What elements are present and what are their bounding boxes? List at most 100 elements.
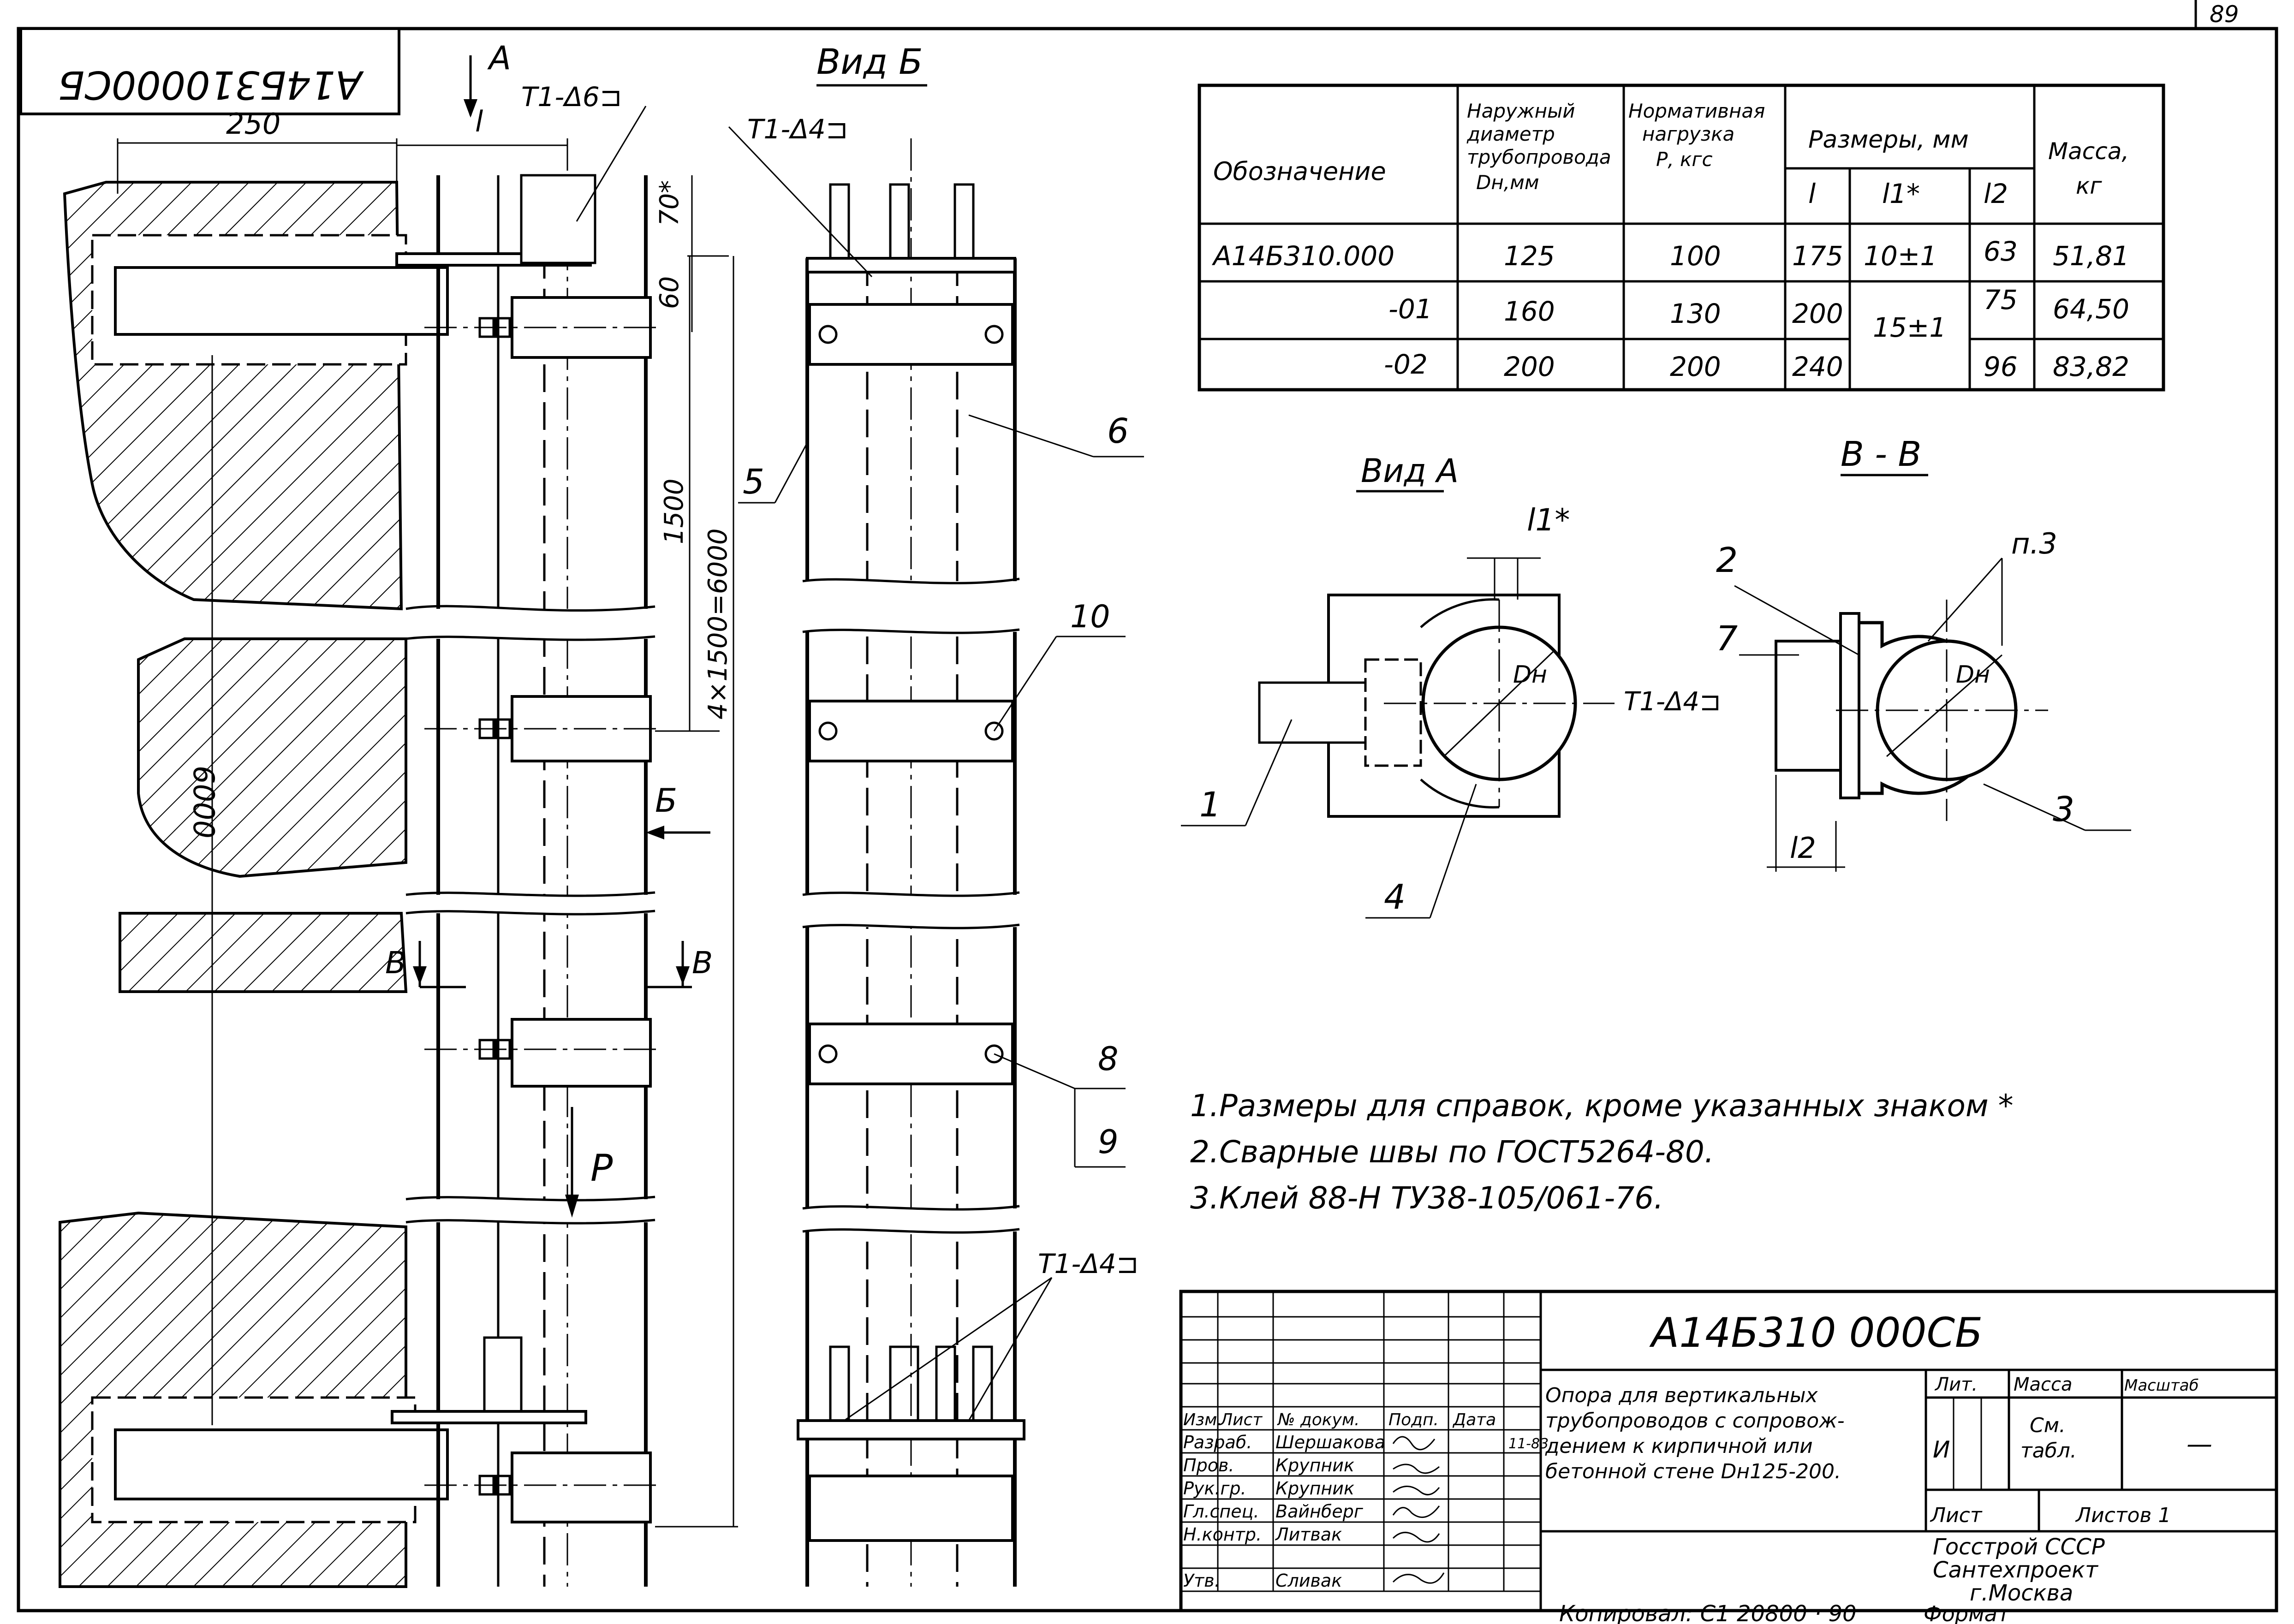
- row2-p: 130: [1670, 298, 1721, 329]
- row3-p: 200: [1670, 351, 1721, 382]
- row2-l1: 15±1: [1873, 312, 1946, 343]
- row1-l1: 10±1: [1864, 240, 1937, 272]
- name-3: Вайнберг: [1275, 1501, 1364, 1522]
- title-line-3: дением к кирпичной или: [1545, 1434, 1813, 1458]
- org-line-3: г.Москва: [1970, 1580, 2073, 1606]
- name-2: Крупник: [1275, 1478, 1354, 1499]
- row3-l: 240: [1792, 351, 1843, 382]
- format-label: Формат: [1924, 1601, 2010, 1624]
- scale-header: Масштаб: [2124, 1376, 2199, 1395]
- notes: 1.Размеры для справок, кроме указанных з…: [1190, 1088, 2014, 1216]
- dim-70: 70*: [655, 180, 685, 226]
- th-l2: l2: [1984, 178, 2008, 209]
- th-l: l: [1808, 178, 1816, 209]
- sheets-label: Листов 1: [2075, 1504, 2171, 1527]
- callout-4: 4: [1384, 877, 1406, 917]
- name-5: Сливак: [1275, 1570, 1342, 1591]
- th-mass-2: кг: [2076, 173, 2102, 199]
- th-load-3: Р, кгс: [1656, 148, 1713, 171]
- th-load-2: нагрузка: [1642, 123, 1734, 145]
- row1-l: 175: [1792, 240, 1843, 272]
- th-diameter-3: трубопровода: [1467, 146, 1611, 168]
- callout-6: 6: [1107, 411, 1129, 451]
- view-a-title: Вид А: [1361, 452, 1459, 490]
- row3-dn: 200: [1504, 351, 1555, 382]
- row3-l2: 96: [1984, 351, 2018, 382]
- row1-l2: 63: [1984, 236, 2018, 267]
- signature-marks: [1392, 1436, 1445, 1584]
- view-b: Вид Б: [728, 41, 1144, 1587]
- arrow-v-left-label: В: [385, 945, 406, 981]
- sheet-label: Лист: [1930, 1504, 1983, 1527]
- row2-mass: 64,50: [2053, 293, 2129, 325]
- arrow-v-right-label: В: [692, 945, 713, 981]
- callout-2: 2: [1716, 541, 1738, 580]
- mass-header: Масса: [2014, 1374, 2073, 1395]
- col-sign: Подп.: [1388, 1410, 1439, 1429]
- th-mass-1: Масса,: [2048, 138, 2129, 165]
- callout-10: 10: [1070, 599, 1110, 635]
- dim-60: 60: [655, 276, 685, 309]
- row1-dn: 125: [1504, 240, 1555, 272]
- row2-l: 200: [1792, 298, 1843, 329]
- wall-section-view: 250 l А Т1-Δ6⊐ 70* 60 1500 4×1500=6000 6…: [59, 39, 738, 1588]
- row1-p: 100: [1670, 240, 1721, 272]
- role-4: Н.контр.: [1183, 1524, 1262, 1545]
- mass-value-1: См.: [2030, 1414, 2066, 1437]
- note-1: 1.Размеры для справок, кроме указанных з…: [1190, 1088, 2014, 1124]
- dim-dh-section: Dн: [1956, 661, 1990, 689]
- sizes-table: Обозначение Наружный диаметр трубопровод…: [1198, 83, 2165, 392]
- row2-l2: 75: [1984, 284, 2018, 315]
- role-0: Разраб.: [1183, 1432, 1252, 1452]
- th-l1: l1*: [1882, 178, 1920, 209]
- row1-designation: А14Б310.000: [1211, 240, 1394, 272]
- role-5: Утв.: [1183, 1570, 1220, 1591]
- copied-by: Копировал: С1 20800 · 90: [1559, 1601, 1857, 1624]
- section-v-v: В - В Dн l2 2 7 3 п.3: [1716, 434, 2131, 872]
- title-code: А14Б310 000СБ: [1649, 1309, 1983, 1356]
- mirrored-code-box: А14Б310000СБ: [19, 27, 400, 115]
- th-designation: Обозначение: [1213, 157, 1386, 186]
- callout-9: 9: [1098, 1123, 1119, 1161]
- load-p-label: Р: [590, 1147, 613, 1190]
- name-4: Литвак: [1275, 1524, 1342, 1545]
- title-line-1: Опора для вертикальных: [1545, 1384, 1818, 1407]
- name-0: Шершакова: [1275, 1432, 1385, 1452]
- mirrored-code: А14Б310000СБ: [58, 62, 364, 107]
- th-load-1: Нормативная: [1628, 100, 1765, 122]
- org-line-1: Госстрой СССР: [1933, 1534, 2105, 1560]
- row1-mass: 51,81: [2053, 240, 2129, 272]
- arrow-b-label: Б: [655, 782, 677, 820]
- callout-3: 3: [2053, 790, 2074, 829]
- th-diameter-4: Dн,мм: [1476, 171, 1539, 194]
- org-line-2: Сантехпроект: [1933, 1557, 2099, 1583]
- weld-mark-top-left: Т1-Δ6⊐: [521, 81, 622, 113]
- drawing-frame: 89: [17, 0, 2278, 1612]
- scale-value: —: [2187, 1429, 2212, 1459]
- th-diameter-2: диаметр: [1466, 123, 1555, 145]
- role-3: Гл.спец.: [1183, 1501, 1259, 1522]
- dim-l1: l1*: [1527, 502, 1570, 538]
- dim-1500: 1500: [659, 478, 689, 544]
- row3-designation: -02: [1384, 349, 1428, 380]
- role-1: Пров.: [1183, 1455, 1234, 1475]
- title-line-4: бетонной стене Dн125-200.: [1545, 1460, 1841, 1483]
- page-number: 89: [2210, 1, 2239, 28]
- arrow-a-label: А: [487, 39, 511, 77]
- th-diameter-1: Наружный: [1467, 100, 1575, 122]
- weld-mark-view-b-bottom: Т1-Δ4⊐: [1038, 1248, 1138, 1279]
- dim-l2: l2: [1790, 831, 1816, 865]
- callout-1: 1: [1199, 785, 1221, 825]
- section-title: В - В: [1841, 434, 1921, 474]
- weld-mark-view-b-top: Т1-Δ4⊐: [747, 113, 848, 145]
- callout-5: 5: [743, 462, 764, 502]
- view-b-title: Вид Б: [816, 41, 923, 82]
- col-doc: № докум.: [1277, 1410, 1359, 1429]
- title-line-2: трубопроводов с сопровож-: [1545, 1409, 1845, 1433]
- col-izm: Изм.: [1183, 1410, 1222, 1429]
- note-3: 3.Клей 88-Н ТУ38-105/061-76.: [1190, 1180, 1663, 1216]
- weld-mark-view-a: Т1-Δ4⊐: [1624, 687, 1721, 717]
- note-2: 2.Сварные швы по ГОСТ5264-80.: [1190, 1134, 1714, 1170]
